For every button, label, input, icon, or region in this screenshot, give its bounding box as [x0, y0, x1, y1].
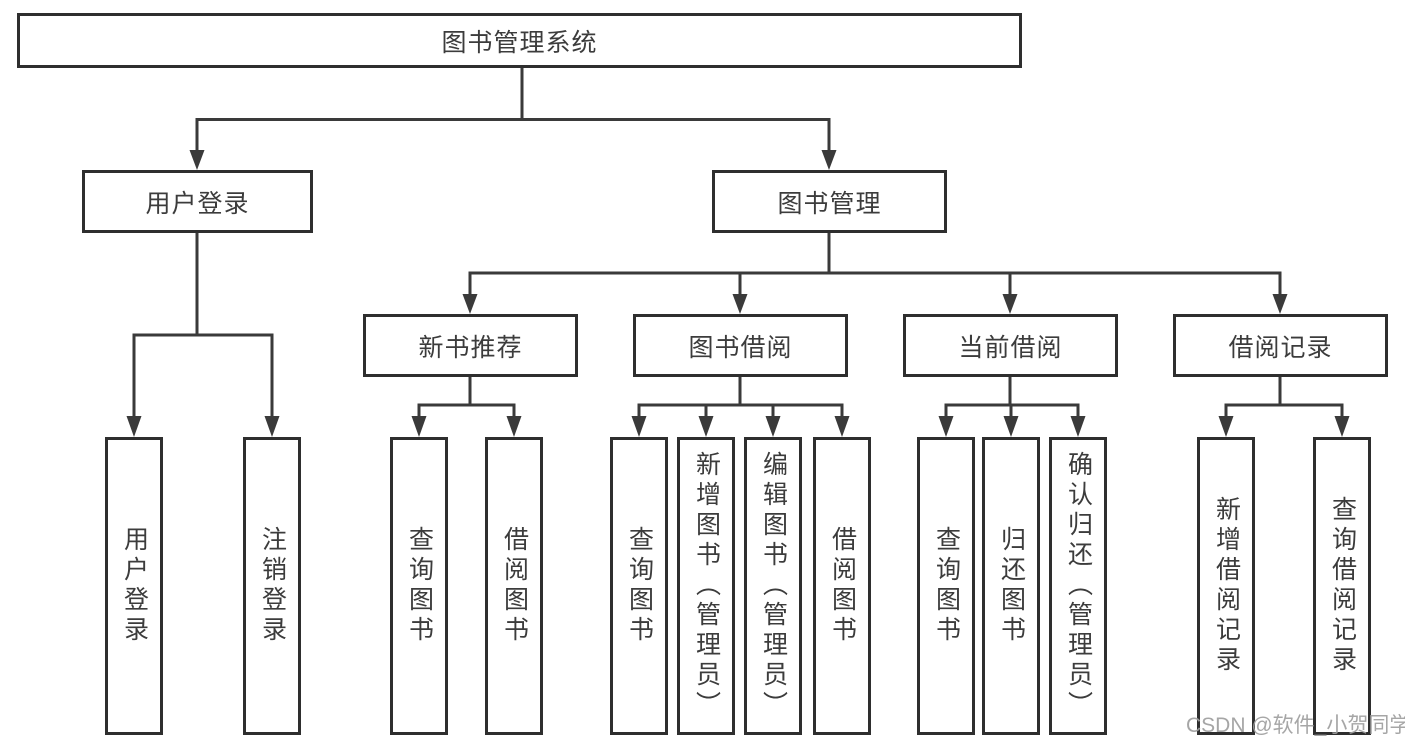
leaf-query-books-1: 查询图书 [390, 437, 448, 735]
node-current-borrow: 当前借阅 [903, 314, 1118, 377]
node-user-login: 用户登录 [82, 170, 313, 233]
leaf-borrow-books-1: 借阅图书 [485, 437, 543, 735]
leaf-query-books-2: 查询图书 [610, 437, 668, 735]
node-label: 借阅记录 [1228, 333, 1333, 362]
node-new-book-recommend: 新书推荐 [363, 314, 578, 377]
node-label: 查询图书 [932, 526, 961, 646]
csdn-watermark: CSDN @软件_小贺同学 [1186, 714, 1405, 737]
node-label: 确认归还（管理员） [1064, 451, 1093, 721]
node-label: 查询图书 [625, 526, 654, 646]
node-label: 新增借阅记录 [1212, 496, 1241, 676]
leaf-add-borrow-record: 新增借阅记录 [1197, 437, 1255, 735]
leaf-query-borrow-record: 查询借阅记录 [1313, 437, 1371, 735]
node-label: 查询借阅记录 [1328, 496, 1357, 676]
leaf-return-books: 归还图书 [982, 437, 1040, 735]
node-label: 归还图书 [997, 526, 1026, 646]
node-book-borrow: 图书借阅 [633, 314, 848, 377]
leaf-borrow-books-2: 借阅图书 [813, 437, 871, 735]
node-label: 编辑图书（管理员） [759, 451, 788, 721]
leaf-confirm-return-admin: 确认归还（管理员） [1049, 437, 1107, 735]
node-label: 注销登录 [258, 526, 287, 646]
leaf-add-books-admin: 新增图书（管理员） [677, 437, 735, 735]
node-label: 借阅图书 [500, 526, 529, 646]
leaf-user-login: 用户登录 [105, 437, 163, 735]
leaf-query-books-3: 查询图书 [917, 437, 975, 735]
node-label: 图书管理系统 [441, 28, 598, 57]
node-book-management: 图书管理 [712, 170, 947, 233]
node-label: 新书推荐 [418, 333, 523, 362]
leaf-edit-books-admin: 编辑图书（管理员） [744, 437, 802, 735]
node-label: 查询图书 [405, 526, 434, 646]
node-label: 图书借阅 [688, 333, 793, 362]
node-label: 用户登录 [145, 189, 250, 218]
node-borrow-records: 借阅记录 [1173, 314, 1388, 377]
node-library-management-system: 图书管理系统 [17, 13, 1022, 68]
node-label: 当前借阅 [958, 333, 1063, 362]
node-label: 图书管理 [777, 189, 882, 218]
node-label: 用户登录 [120, 526, 149, 646]
node-label: 新增图书（管理员） [692, 451, 721, 721]
leaf-logout: 注销登录 [243, 437, 301, 735]
node-label: 借阅图书 [828, 526, 857, 646]
